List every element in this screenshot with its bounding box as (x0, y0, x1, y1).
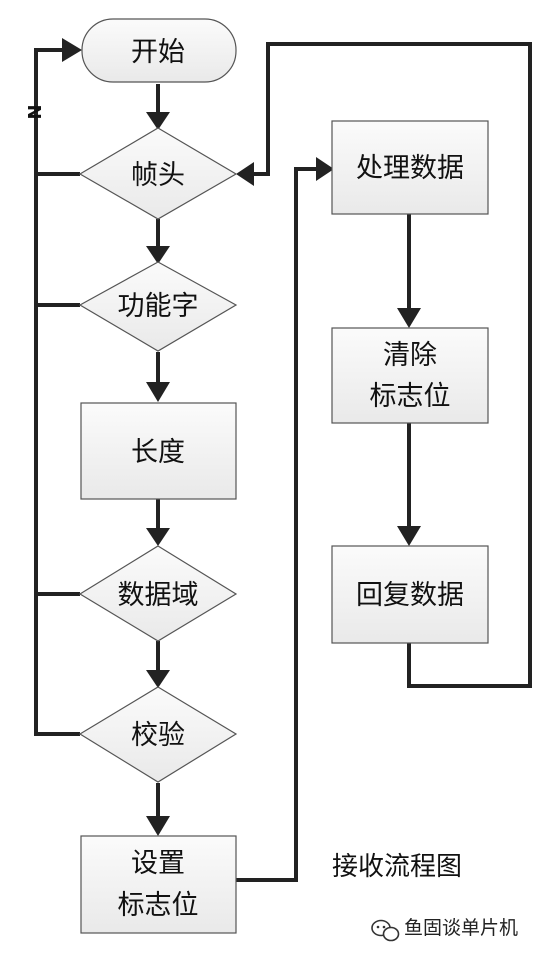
node-set-flag: 设置 标志位 (80, 835, 237, 934)
process-shape (331, 327, 489, 424)
clear-flag-line2: 标志位 (370, 381, 451, 412)
node-clear-flag: 清除 标志位 (331, 327, 489, 424)
watermark: 鱼固谈单片机 (371, 917, 518, 942)
arrowhead (236, 162, 254, 186)
checksum-label: 校验 (131, 720, 185, 751)
process-shape (331, 545, 489, 644)
node-checksum: 校验 (78, 686, 238, 783)
clear-flag-line1: 清除 (383, 340, 437, 371)
process-data-label: 处理数据 (356, 153, 464, 184)
decision-shape (78, 261, 238, 352)
node-header: 帧头 (78, 127, 238, 220)
node-reply-data: 回复数据 (331, 545, 489, 644)
node-start: 开始 (81, 18, 237, 83)
header-label: 帧头 (131, 160, 185, 191)
edge-check-n-to-start (34, 48, 80, 736)
arrowhead (146, 670, 170, 688)
decision-shape (78, 686, 238, 783)
arrowhead (146, 112, 170, 130)
arrowhead (146, 246, 170, 264)
data-field-label: 数据域 (118, 580, 199, 611)
node-function-code: 功能字 (78, 261, 238, 352)
arrowhead (397, 308, 421, 328)
node-length: 长度 (80, 402, 237, 500)
arrowheads (62, 38, 421, 836)
watermark-text: 鱼固谈单片机 (404, 917, 518, 939)
decision-shape (78, 545, 238, 642)
edge-reply-to-header (250, 42, 532, 688)
length-label: 长度 (131, 437, 185, 468)
terminator-shape (81, 18, 237, 83)
process-shape (331, 120, 489, 215)
arrowhead (146, 528, 170, 546)
arrowhead (397, 526, 421, 546)
process-shape (80, 835, 237, 934)
wechat-icon (371, 919, 400, 942)
branch-n-label: N (23, 104, 44, 119)
arrowhead (146, 382, 170, 402)
arrowhead (316, 157, 334, 181)
connectors (34, 42, 532, 882)
start-label: 开始 (131, 37, 185, 68)
diagram-caption: 接收流程图 (332, 852, 462, 882)
function-code-label: 功能字 (118, 291, 199, 322)
set-flag-line2: 标志位 (118, 890, 199, 921)
arrowhead (62, 38, 82, 62)
set-flag-line1: 设置 (131, 848, 185, 879)
node-data-field: 数据域 (78, 545, 238, 642)
process-shape (80, 402, 237, 500)
node-process-data: 处理数据 (331, 120, 489, 215)
decision-shape (78, 127, 238, 220)
arrowhead (146, 816, 170, 836)
reply-data-label: 回复数据 (356, 580, 464, 611)
edge-set-to-process (236, 167, 320, 882)
